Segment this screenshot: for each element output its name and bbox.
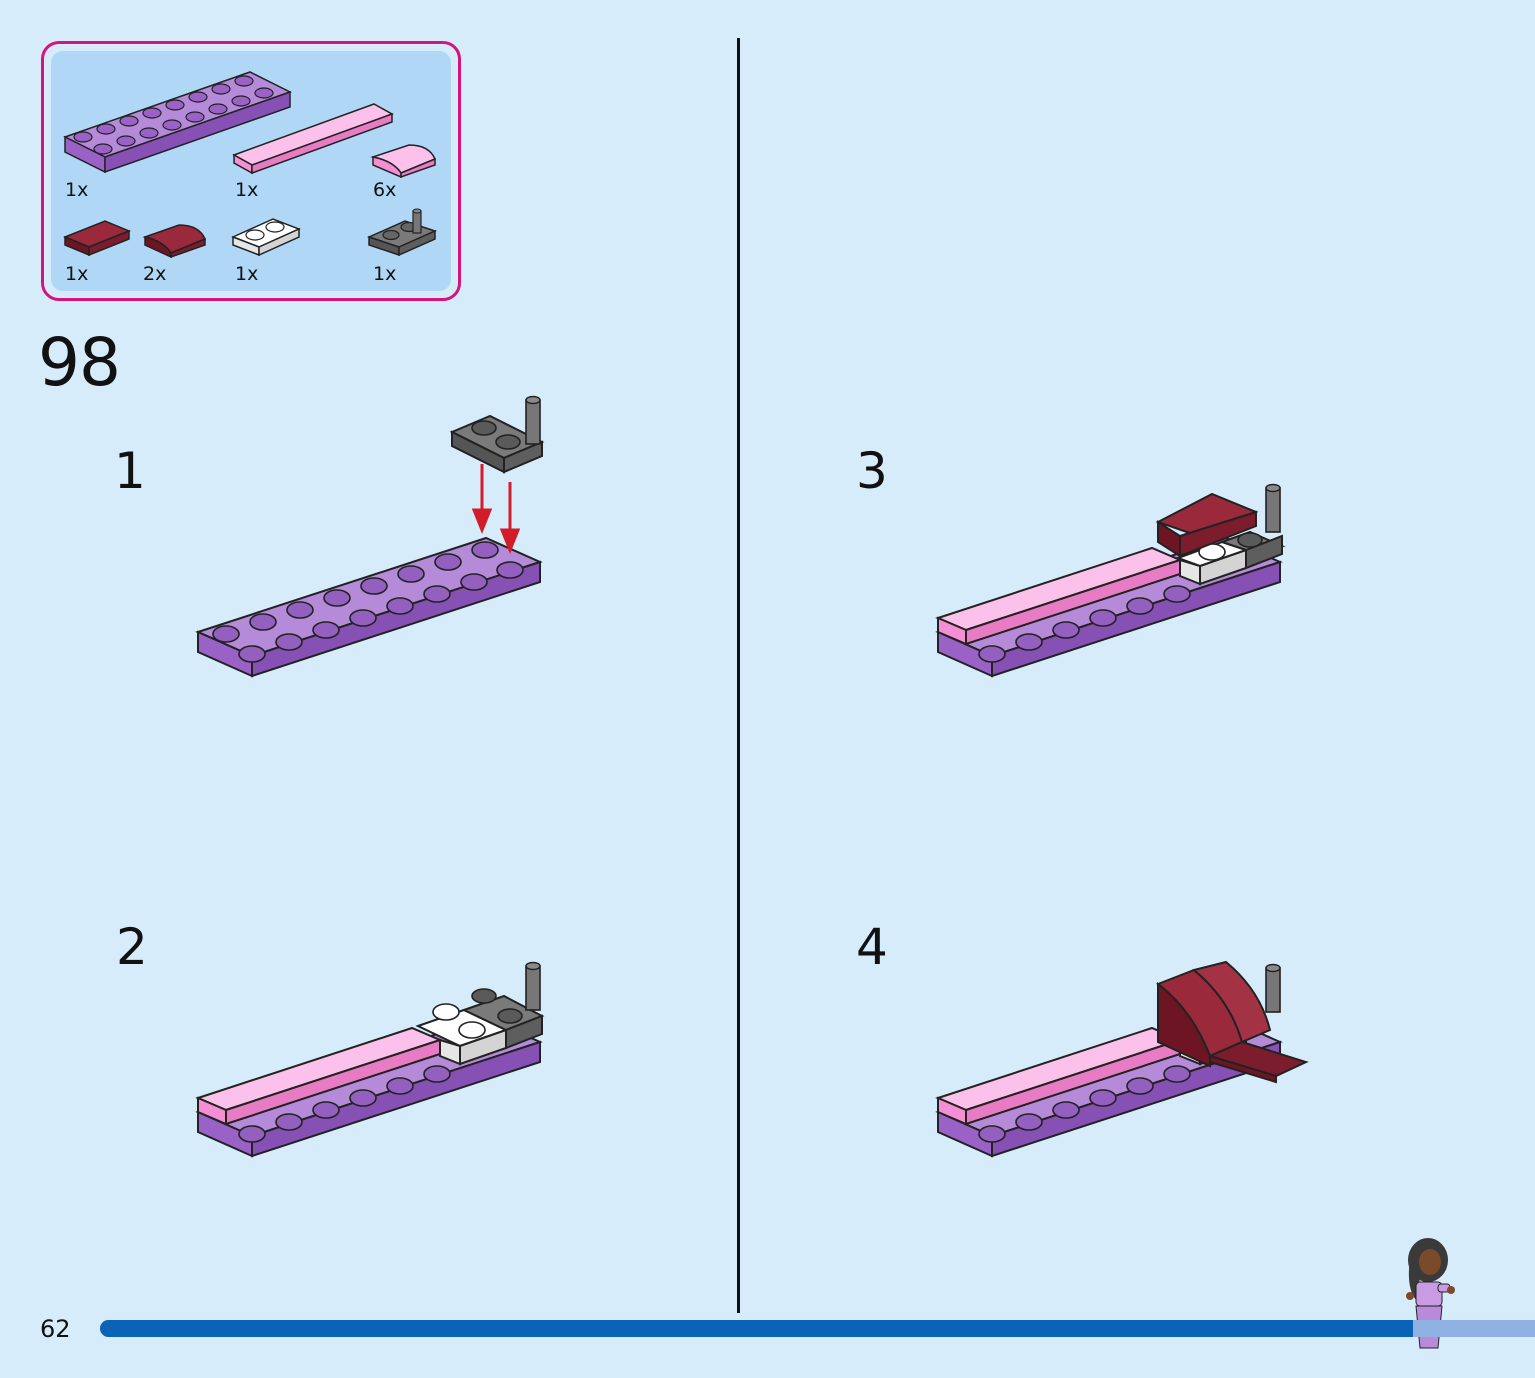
dark-red-tile-qty: 1x xyxy=(65,263,89,285)
page-number: 62 xyxy=(40,1315,71,1343)
grey-plate-qty: 1x xyxy=(373,263,397,285)
substep-1-illustration xyxy=(195,395,545,678)
substep-label-3: 3 xyxy=(856,442,888,500)
substep-2-illustration xyxy=(195,961,545,1158)
pink-tile-qty: 1x xyxy=(235,179,259,201)
purple-plate-qty: 1x xyxy=(65,179,89,201)
substep-3-illustration xyxy=(935,483,1286,678)
parts-callout-inner: 1x 1x 6x 1x 2x xyxy=(51,51,451,291)
dark-red-tile-part-icon xyxy=(63,220,131,257)
panel-divider xyxy=(737,38,740,1313)
substep-4-illustration xyxy=(935,960,1309,1158)
pink-tile-part-icon xyxy=(232,103,394,175)
pink-slope-part-icon xyxy=(370,144,436,179)
white-plate-part-icon xyxy=(231,218,301,257)
substep-label-1: 1 xyxy=(114,442,146,500)
white-plate-qty: 1x xyxy=(235,263,259,285)
substep-label-4: 4 xyxy=(856,918,888,976)
dark-red-slope-part-icon xyxy=(142,224,206,259)
purple-plate-part-icon xyxy=(63,71,292,174)
progress-fill xyxy=(100,1320,1414,1337)
grey-plate-part-icon xyxy=(366,208,438,257)
step-number: 98 xyxy=(38,324,121,401)
substep-label-2: 2 xyxy=(116,918,148,976)
progress-bar xyxy=(100,1320,1535,1337)
pink-slope-qty: 6x xyxy=(373,179,397,201)
dark-red-slope-qty: 2x xyxy=(143,263,167,285)
parts-callout: 1x 1x 6x 1x 2x xyxy=(41,41,461,301)
